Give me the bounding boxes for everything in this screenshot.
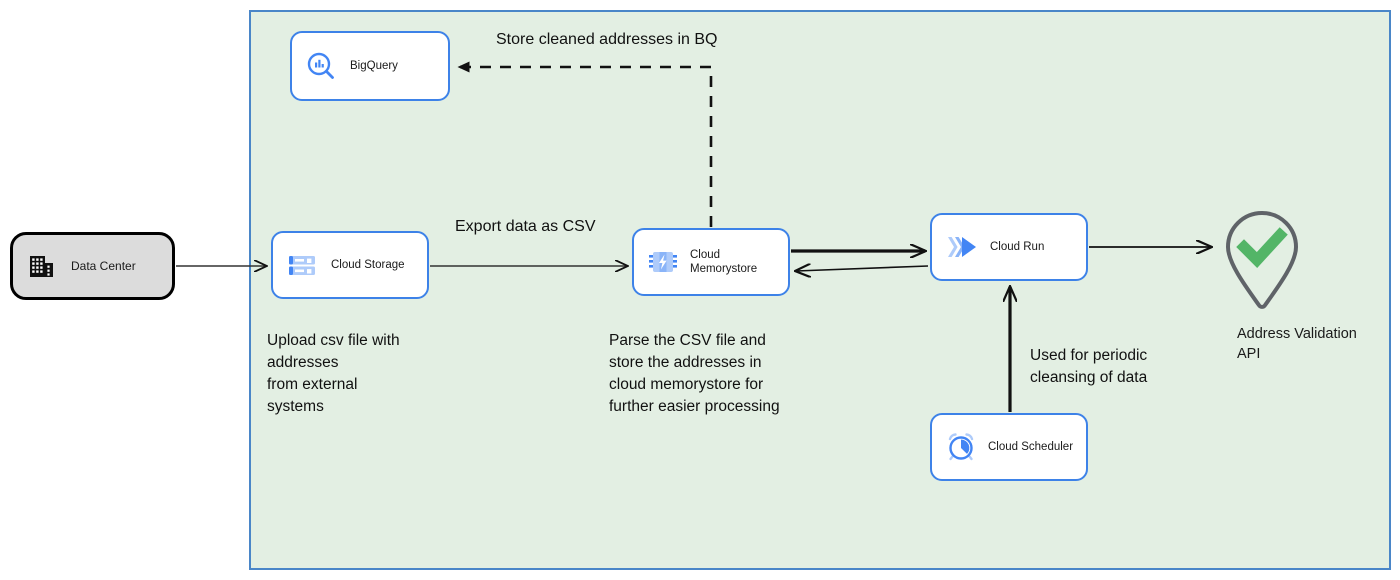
cloud-run-icon bbox=[946, 233, 978, 261]
gcp-boundary-container bbox=[249, 10, 1391, 570]
node-cloud-memorystore[interactable]: Cloud Memorystore bbox=[632, 228, 790, 296]
node-label: Cloud Scheduler bbox=[988, 440, 1074, 453]
cloud-memorystore-icon bbox=[648, 247, 678, 277]
node-label: Cloud Storage bbox=[331, 258, 405, 271]
data-center-icon bbox=[29, 253, 55, 279]
node-bigquery[interactable]: BigQuery bbox=[290, 31, 450, 101]
node-label: Data Center bbox=[71, 258, 136, 273]
node-cloud-storage[interactable]: Cloud Storage bbox=[271, 231, 429, 299]
note-upload-csv: Upload csv file with addresses from exte… bbox=[267, 332, 400, 415]
cloud-scheduler-icon bbox=[946, 432, 976, 462]
node-label: Cloud Memorystore bbox=[690, 248, 758, 275]
node-cloud-scheduler[interactable]: Cloud Scheduler bbox=[930, 413, 1088, 481]
node-address-validation-api[interactable] bbox=[1216, 205, 1308, 315]
address-validation-api-label: Address Validation API bbox=[1237, 326, 1357, 362]
edge-label-export-csv: Export data as CSV bbox=[455, 218, 596, 235]
node-label: Cloud Run bbox=[990, 240, 1045, 253]
note-periodic-cleansing: Used for periodic cleansing of data bbox=[1030, 347, 1148, 386]
node-cloud-run[interactable]: Cloud Run bbox=[930, 213, 1088, 281]
bigquery-icon bbox=[306, 51, 336, 81]
map-pin-check-icon bbox=[1225, 210, 1299, 309]
cloud-storage-icon bbox=[287, 250, 317, 280]
node-data-center[interactable]: Data Center bbox=[10, 232, 175, 300]
node-label: BigQuery bbox=[350, 59, 398, 72]
edge-label-store-bq: Store cleaned addresses in BQ bbox=[496, 31, 718, 48]
note-parse-csv: Parse the CSV file and store the address… bbox=[609, 332, 780, 415]
